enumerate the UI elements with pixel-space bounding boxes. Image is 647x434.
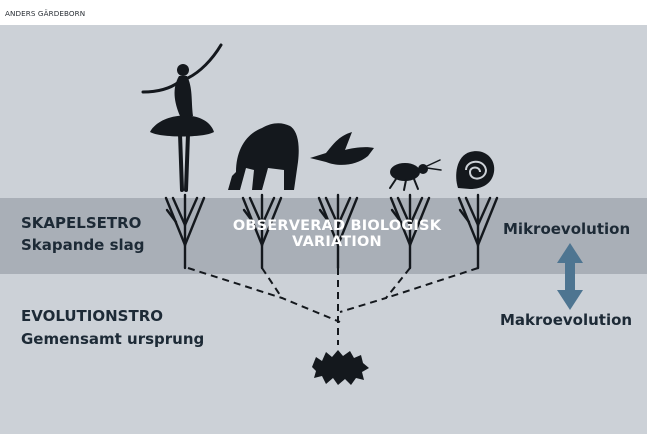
stem-beetle <box>389 193 431 270</box>
microbe-silhouette <box>312 350 369 385</box>
author-credit: ANDERS GÄRDEBORN <box>5 9 86 18</box>
ballerina-silhouette <box>141 43 223 192</box>
beetle-silhouette <box>389 159 442 191</box>
gorilla-silhouette <box>228 123 299 190</box>
stem-gorilla <box>241 193 283 270</box>
stem-bird <box>317 193 359 270</box>
label-common-origin: Gemensamt ursprung <box>21 330 205 348</box>
bird-silhouette <box>310 132 374 165</box>
tree-branch-2 <box>261 267 283 299</box>
label-macroevolution: Makroevolution <box>500 311 633 329</box>
tree-branch-5 <box>385 267 479 299</box>
label-microevolution: Mikroevolution <box>503 220 631 238</box>
label-observed-variation: OBSERVERAD BIOLOGISK VARIATION <box>214 218 460 250</box>
stem-snail <box>457 193 499 270</box>
label-creation-theory: SKAPELSETRO <box>21 214 142 232</box>
label-evolution-theory: EVOLUTIONSTRO <box>21 307 164 325</box>
label-observed-line1: OBSERVERAD BIOLOGISK <box>232 218 442 234</box>
double-headed-arrow <box>557 243 583 310</box>
snail-shell-silhouette <box>456 151 495 189</box>
tree-branch-4 <box>339 267 411 313</box>
label-created-kinds: Skapande slag <box>21 236 145 254</box>
common-ancestry-tree <box>187 267 479 345</box>
tree-branch-1 <box>187 267 341 323</box>
stem-ballerina <box>164 193 206 270</box>
label-observed-line2: VARIATION <box>292 234 382 250</box>
